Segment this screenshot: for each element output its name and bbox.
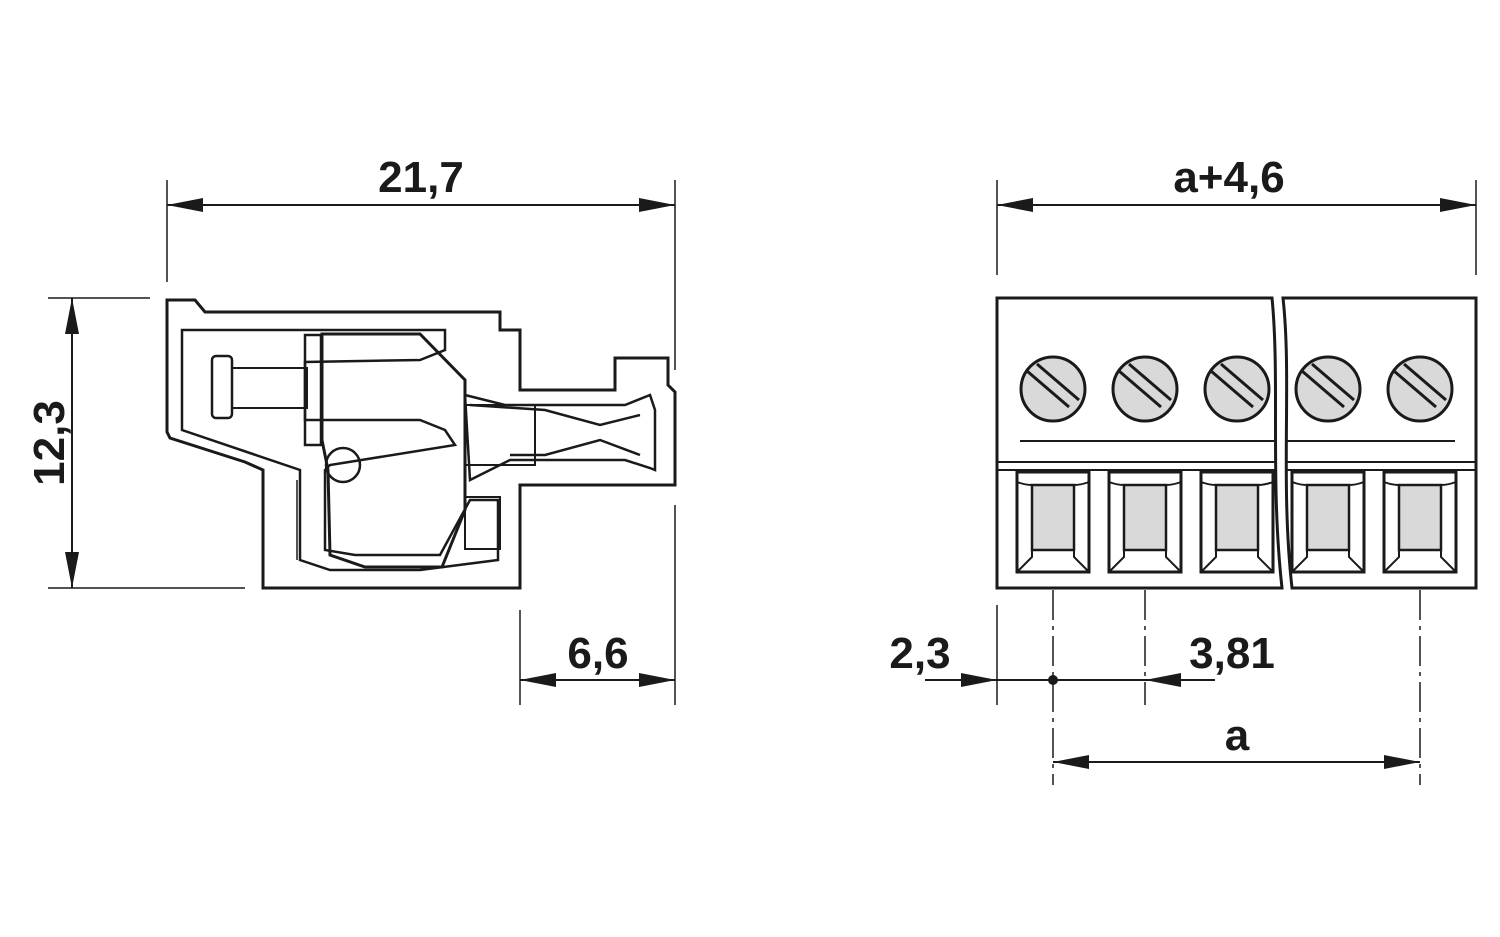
dimension-origin-dot — [1048, 675, 1058, 685]
contact-cavity — [463, 393, 657, 482]
dimension-pitch-label: 3,81 — [1189, 629, 1275, 678]
screw-icon — [1111, 355, 1179, 423]
dimension-edge-offset-label: 2,3 — [889, 629, 950, 678]
latch-ball — [324, 446, 362, 484]
screw-head — [210, 354, 234, 420]
screw-slot — [1128, 362, 1172, 402]
front-view-dimensions: a+4,6 2,3 3,81 a — [889, 153, 1477, 785]
clamp-body — [320, 332, 467, 569]
wire-entry-bevel — [1108, 481, 1182, 573]
screw-shaft — [231, 367, 308, 409]
wire-entry-bevel — [1016, 481, 1090, 573]
housing-left-segment — [995, 296, 1284, 590]
screw-slot — [1301, 369, 1345, 409]
dimension-offset-label: 6,6 — [567, 629, 628, 678]
wire-entry-opening — [1397, 483, 1443, 552]
lower-block — [464, 496, 501, 550]
wire-entry-opening — [1122, 483, 1168, 552]
contact-block — [464, 404, 536, 466]
screw-slot — [1036, 362, 1080, 402]
wire-entry-bevel — [1200, 481, 1274, 573]
housing-section — [165, 298, 677, 590]
screw-slot — [1220, 362, 1264, 402]
wire-entry-opening — [1305, 483, 1351, 552]
dimension-overall-width-label: a+4,6 — [1173, 153, 1284, 202]
front-view — [995, 296, 1478, 590]
housing-cavity — [180, 328, 500, 572]
wire-entry-opening — [1030, 483, 1076, 552]
dimension-height-label: 12,3 — [25, 400, 74, 486]
housing-right-segment — [1281, 296, 1478, 590]
spring-contact — [469, 403, 641, 457]
wire-entry-bevel — [1291, 481, 1365, 573]
screw-icon — [1294, 355, 1362, 423]
wire-entry-bevel — [1383, 481, 1457, 573]
screw-icon — [1019, 355, 1087, 423]
wire-entry-opening — [1214, 483, 1260, 552]
screw-slot — [1026, 369, 1070, 409]
screw-slot — [1118, 369, 1162, 409]
side-view-dimensions: 21,7 12,3 6,6 — [25, 153, 676, 705]
screw-slot — [1311, 362, 1355, 402]
side-view — [165, 298, 677, 590]
dimension-width-label: 21,7 — [378, 153, 464, 202]
screw-icon — [1386, 355, 1454, 423]
dimension-span-label: a — [1225, 711, 1250, 760]
screw-slot — [1210, 369, 1254, 409]
screw-slot — [1403, 362, 1447, 402]
screw-icon — [1203, 355, 1271, 423]
screw-slot — [1393, 369, 1437, 409]
